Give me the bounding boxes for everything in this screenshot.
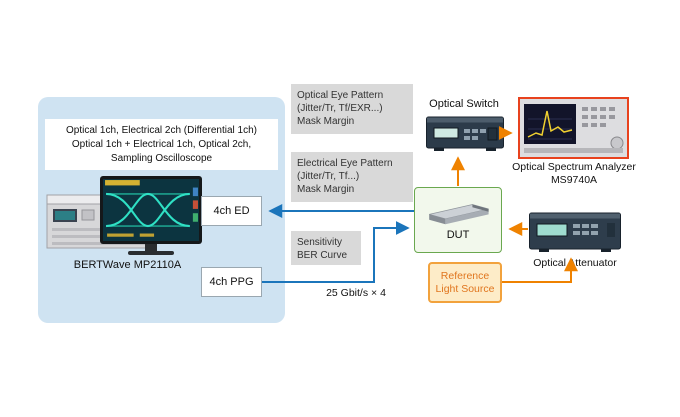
monitor-bezel	[100, 176, 202, 244]
optical-spectrum-analyzer-image	[518, 97, 629, 159]
callout-optical-eye-pattern: Optical Eye Pattern (Jitter/Tr, Tf/EXR..…	[291, 84, 413, 134]
bertwave-label: BERTWave MP2110A	[73, 259, 182, 271]
ed-box: 4ch ED	[201, 196, 262, 226]
bitrate-label: 25 Gbit/s × 4	[326, 287, 386, 299]
optical-attenuator-label: Optical Attenuator	[533, 257, 617, 269]
optical-switch-image	[426, 114, 504, 151]
monitor-stand	[145, 244, 157, 251]
monitor-eye-pattern-image	[100, 176, 202, 260]
ppg-box: 4ch PPG	[201, 267, 262, 297]
osa-label: Optical Spectrum Analyzer MS9740A	[505, 161, 643, 187]
callout-line: (Jitter/Tr, Tf...)	[297, 171, 360, 182]
dut-transceiver-image	[429, 203, 489, 224]
monitor-base	[128, 251, 174, 255]
spec-line-3: Sampling Oscilloscope	[110, 152, 213, 164]
callout-line: Optical Eye Pattern	[297, 90, 384, 101]
callout-line: Electrical Eye Pattern	[297, 158, 393, 169]
dut-node: DUT	[414, 187, 502, 253]
eye-pattern-screen	[103, 179, 199, 241]
reference-light-source-node: Reference Light Source	[428, 262, 502, 303]
optical-switch-label: Optical Switch	[429, 98, 499, 110]
callout-electrical-eye-pattern: Electrical Eye Pattern (Jitter/Tr, Tf...…	[291, 152, 413, 202]
callout-line: Mask Margin	[297, 184, 355, 195]
spec-line-2: Optical 1ch + Electrical 1ch, Optical 2c…	[71, 138, 252, 150]
callout-line: BER Curve	[297, 250, 348, 261]
callout-sensitivity-ber: Sensitivity BER Curve	[291, 231, 361, 265]
spec-line-1: Optical 1ch, Electrical 2ch (Differentia…	[65, 124, 257, 136]
dut-label: DUT	[446, 228, 470, 241]
callout-line: Mask Margin	[297, 116, 355, 127]
spec-box: Optical 1ch, Electrical 2ch (Differentia…	[45, 119, 278, 170]
rls-label-line-1: Reference	[440, 269, 490, 282]
rls-label-line-2: Light Source	[435, 282, 495, 295]
osa-label-line-2: MS9740A	[550, 174, 598, 186]
callout-line: Sensitivity	[297, 237, 343, 248]
osa-label-line-1: Optical Spectrum Analyzer	[512, 161, 636, 173]
optical-attenuator-image	[529, 211, 621, 252]
callout-line: (Jitter/Tr, Tf/EXR...)	[297, 103, 383, 114]
